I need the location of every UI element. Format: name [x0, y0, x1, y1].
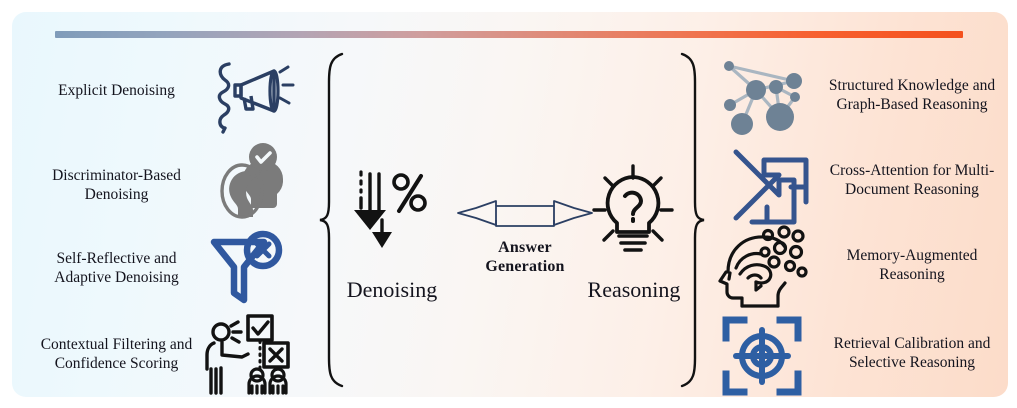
knowledge-graph-nodes-icon [716, 54, 808, 138]
downward-arrows-percent-icon [352, 168, 432, 254]
top-gradient-rule [55, 31, 963, 38]
right-item-label-2: Cross-Attention for Multi-Document Reaso… [829, 162, 995, 198]
brain-head-bubbles-icon [718, 225, 810, 308]
reasoning-stage-label: Reasoning [587, 277, 681, 302]
presenter-check-x-audience-icon [200, 313, 296, 397]
megaphone-profile-icon [199, 56, 295, 136]
funnel-x-circle-icon [208, 229, 290, 307]
lightbulb-question-icon [592, 164, 674, 254]
cross-arrows-shuffle-icon [733, 144, 817, 226]
target-crosshair-frame-icon [722, 316, 802, 396]
two-heads-check-bubble-icon [205, 143, 295, 221]
denoising-stage-label: Denoising [346, 277, 438, 302]
bidirectional-arrow-icon [457, 200, 593, 234]
right-curly-brace [676, 52, 706, 388]
left-curly-brace [318, 52, 348, 388]
gradient-card [12, 12, 1008, 397]
left-item-label-1: Explicit Denoising [58, 82, 175, 99]
